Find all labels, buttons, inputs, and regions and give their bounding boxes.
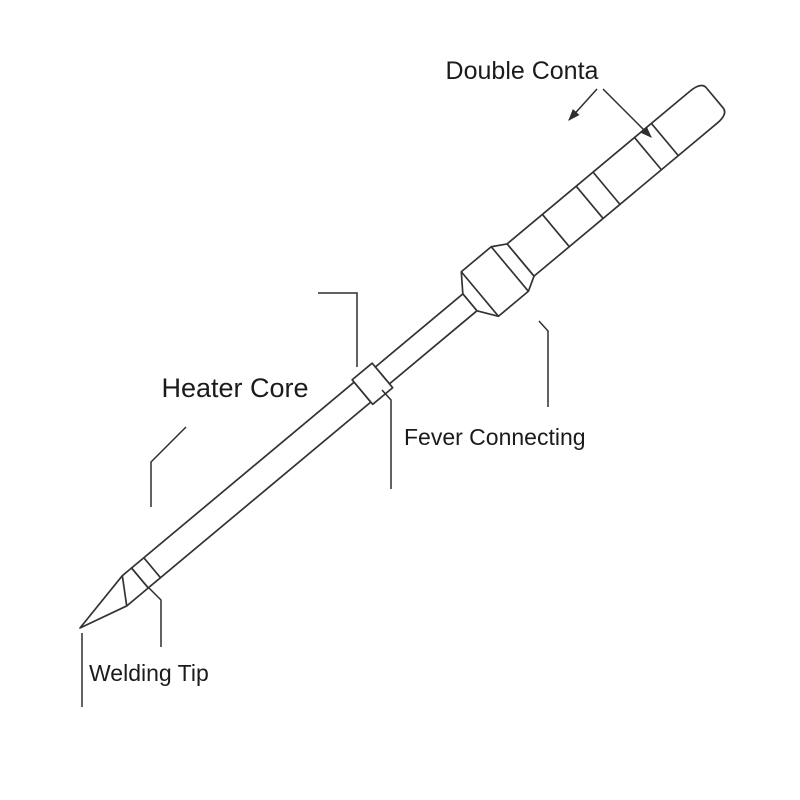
fever-connecting-label: Fever Connecting [404,424,586,450]
contact-band-line [541,213,570,248]
contact-band-line [633,136,663,171]
flange-facet-line [460,271,500,317]
welding-tip-point [79,567,150,629]
heater-core-bracket-left [150,426,187,507]
double-contact-arrow-left [568,88,598,121]
contact-band-line [575,185,604,220]
connector-cylinder [506,84,726,278]
welding-tip-label: Welding Tip [89,660,209,686]
collar-line [143,557,162,579]
connector-flange [460,243,535,318]
heater-core-label: Heater Core [161,373,308,403]
contact-band-line [650,122,679,157]
soldering-iron-body [79,84,726,629]
connecting-shaft [374,293,478,385]
joint-ring [351,362,394,406]
fever-connecting-bracket-right [538,320,549,407]
heater-core-barrel [130,381,372,589]
flange-facet-line [490,246,530,292]
fever-connecting-bracket-left [381,389,392,489]
contact-band-line [592,171,621,205]
double-contact-arrow-right [602,88,652,138]
welding-tip-bracket-right [148,587,162,647]
tip-bevel-line [121,575,128,607]
double-contact-label: Double Conta [446,57,599,85]
heater-core-bracket-right [318,292,358,367]
